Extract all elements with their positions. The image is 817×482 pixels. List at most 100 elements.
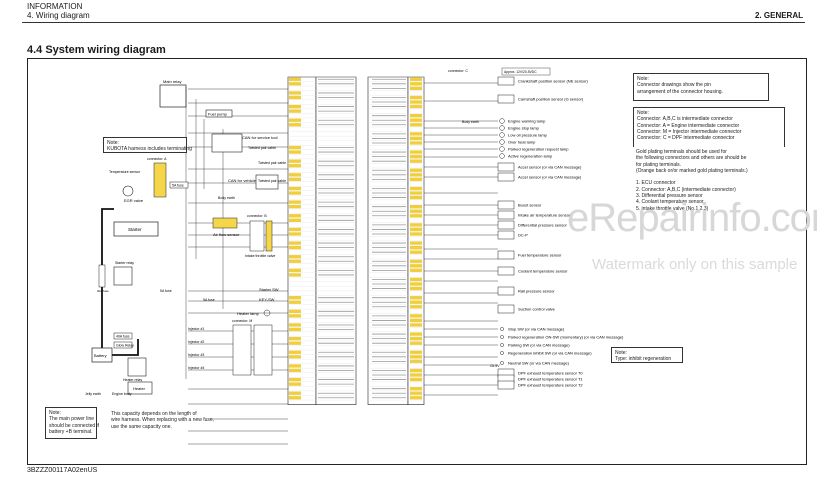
lamp-icon [499, 153, 505, 159]
fuse-30a [98, 264, 106, 288]
right-label-low-oil: Low oil pressure lamp [508, 133, 548, 138]
note-line: should be connected if [49, 422, 100, 429]
ecu-pin [410, 177, 422, 182]
ecu-pin [289, 95, 301, 100]
right-label-coolant: Coolant temperature sensor [518, 269, 568, 274]
battery-label: Battery [94, 353, 107, 358]
note-connectors: Note:Connector: A,B,C is intermediate co… [633, 107, 785, 149]
ecu-pin [410, 100, 422, 104]
ecu-pin [289, 82, 301, 86]
can-service-tool: CAN for service tool Twisted pair cable [211, 133, 278, 153]
ecu-pin [410, 118, 422, 122]
fuse-40a-label: 40A fuse [116, 335, 130, 339]
ecu-pin [410, 82, 422, 86]
starter-relay-label: Starter relay [115, 261, 134, 265]
wiring-diagram-frame: Main relay Fuel pump CAN for service too… [27, 58, 807, 465]
sensor-connector [497, 380, 515, 390]
note-line: Note: [637, 110, 649, 116]
heater-lamp-icon [263, 309, 271, 317]
note-line: Connector drawings show the pin [637, 82, 711, 89]
note-line: Connector: C = DPF intermediate connecto… [637, 135, 735, 142]
twisted-pair-3: Twisted pair cable [258, 161, 286, 165]
ecu-pin [410, 214, 422, 218]
sensor-connector [497, 162, 515, 172]
right-side-components: Crankshaft position sensor (NE sensor)Ca… [497, 76, 624, 390]
ecu-pin [410, 95, 422, 100]
right-label-dpf-t0: DPF exhaust temperature sensor T0 [518, 371, 583, 376]
fuse-5a-c-label: 5A fuse [203, 298, 215, 302]
sensor-connector [497, 210, 515, 220]
fuel-pump-label: Fuel pump [208, 112, 228, 117]
right-label-accel1: Accel sensor (or via CAN message) [518, 165, 582, 170]
ecu-pin [289, 159, 301, 163]
connector-c-label: connector: C [448, 69, 468, 73]
note-line: KUBOTA harness includes terminating [107, 146, 192, 153]
ecu-pin [289, 214, 301, 218]
right-label-stop-sw: Stop SW (or via CAN message) [508, 327, 565, 332]
can-vehicle-label: CAN for vehicle [228, 178, 257, 183]
ecu-pin [289, 200, 301, 204]
ecu-pin [410, 205, 422, 209]
ecu-pin [410, 154, 422, 159]
sensor-connector [497, 304, 515, 314]
ecu-pin [289, 259, 301, 263]
ecu-pin [289, 145, 301, 150]
ecu-pin [410, 186, 422, 191]
ecu-pin [289, 273, 301, 277]
fuse-40a [113, 332, 133, 340]
connector-a-label: connector: A [147, 157, 167, 161]
ecu-pin [289, 218, 301, 222]
ecu-pin [410, 341, 422, 345]
ecu-connector-right [367, 76, 425, 405]
ecu-pin [410, 282, 422, 286]
ecu-pin [410, 150, 422, 154]
main-power-line [101, 208, 114, 349]
section-title: 4.4 System wiring diagram [27, 44, 166, 56]
right-label-intake-temp: Intake air temperature sensor [518, 213, 571, 218]
right-label-dcp: DC-P [518, 233, 528, 238]
connector-a: connector: A [147, 157, 167, 198]
ecu-pin [410, 359, 422, 364]
lamp-icon [499, 125, 505, 131]
ecu-pin [289, 368, 301, 373]
right-label-overheat: Over heat lamp [508, 140, 536, 145]
ecu-pin [289, 341, 301, 345]
right-label-parked-sw: Parked regeneration ON-SW (momentary) (o… [508, 335, 624, 340]
egr-valve-label: EGR valve [124, 198, 144, 203]
right-label-fuel-temp: Fuel temperature sensor [518, 253, 562, 258]
ecu-pin [410, 355, 422, 359]
switch-icon [500, 351, 504, 355]
note-line: for plating terminals. [636, 161, 682, 168]
body-earth-right-label: Body earth [462, 120, 479, 124]
ecu-pin [289, 173, 301, 177]
ecu-pin [410, 132, 422, 136]
sensor-connector [497, 172, 515, 182]
note-line: Note: [107, 140, 119, 146]
jelly-earth-label: Jelly earth [85, 392, 101, 396]
note-line: 3. Differential pressure sensor [636, 193, 703, 200]
ecu-pin [410, 168, 422, 172]
header-chapter: 2. GENERAL [754, 11, 803, 20]
ecu-pin [410, 259, 422, 263]
right-label-accel2: Accel sensor (or via CAN message) [518, 175, 582, 180]
ecu-pin [410, 136, 422, 141]
twisted-pair-1: Twisted pair cable [248, 146, 276, 150]
right-label-neutral: Neutral SW (or via CAN message) [508, 361, 570, 366]
ecu-pin [289, 109, 301, 113]
connector-b-label: connector: B [247, 214, 267, 218]
note-line: wire harness. When replacing with a new … [111, 417, 215, 424]
ecu-pin [410, 323, 422, 327]
injector-4-label: Injector #4 [188, 366, 204, 370]
right-label-rail: Rail pressure sensor [518, 289, 555, 294]
ecu-pin [410, 232, 422, 236]
header-section: INFORMATION [27, 2, 83, 11]
switch-icon [500, 327, 504, 331]
ecu-pin [289, 309, 301, 313]
can-tool-label: CAN for service tool [242, 135, 278, 140]
lamp-icon [499, 139, 505, 145]
wiring-diagram-canvas: Main relay Fuel pump CAN for service too… [85, 67, 624, 445]
ecu-pin [410, 377, 422, 382]
right-label-cam: Camshaft position sensor (G sensor) [518, 97, 584, 102]
